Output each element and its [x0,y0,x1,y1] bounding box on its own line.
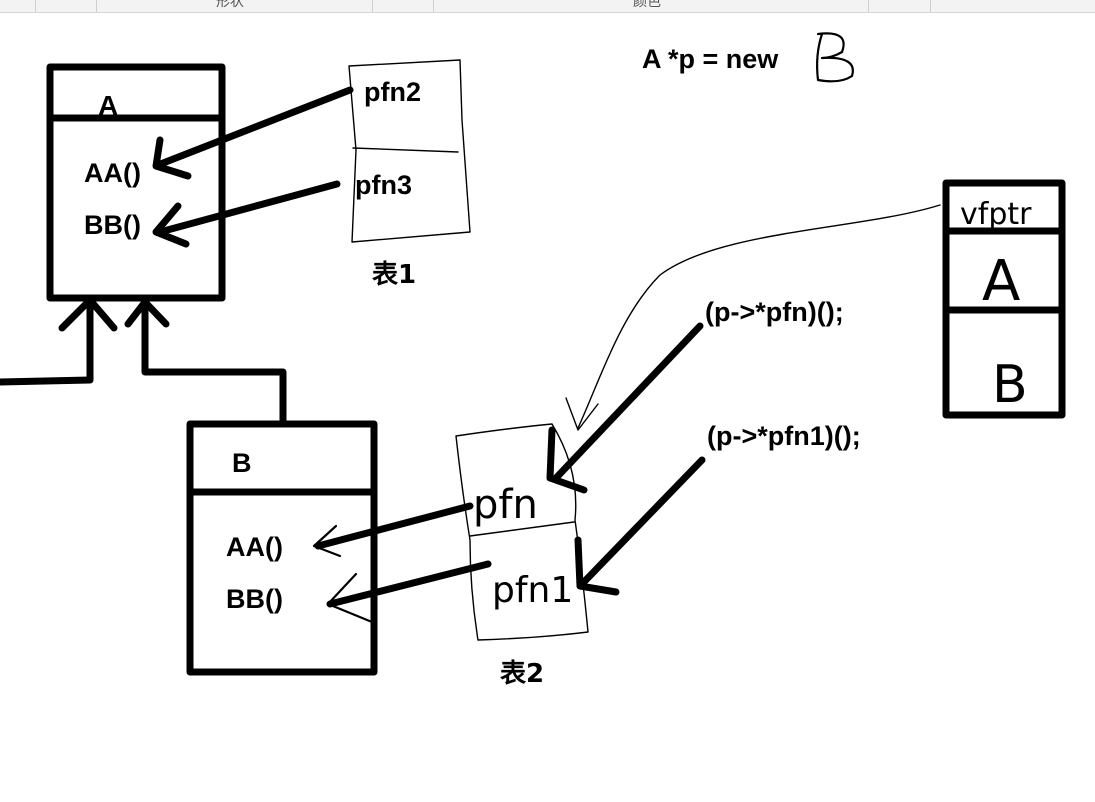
handwritten-b-glyph [816,32,854,83]
table1-cell-pfn3: pfn3 [355,170,412,200]
class-b-method-bb: BB() [226,584,283,614]
class-a-box [46,63,226,302]
table2-cell-pfn1: pfn1 [492,570,573,611]
class-a-method-bb: BB() [84,210,141,240]
code-caption: A *p = new [642,44,779,74]
arrow-call-to-pfn1 [574,456,706,596]
table1-caption: 表1 [372,260,416,290]
inheritance-arrow-b-to-a [124,298,287,428]
arrow-pfn3-to-a-bb [152,180,341,248]
object-layout-box [942,179,1066,419]
table1-box [348,59,471,243]
class-a-title: A [98,90,118,121]
toolbar-group-label-colors: 颜色 [633,0,661,9]
toolbar-divider [96,0,97,12]
arrow-pfn2-to-a-aa [152,86,354,180]
arrow-pfn-to-b-aa [312,502,474,558]
class-b-box [186,420,378,676]
inheritance-arrow-left [0,296,118,386]
object-cell-vfptr: vfptr [960,197,1032,232]
class-b-title: B [232,448,252,478]
table2-caption: 表2 [500,659,544,689]
object-cell-b: B [992,355,1028,415]
vfptr-pointer-curve [565,204,941,431]
table1-cell-pfn2: pfn2 [364,77,421,107]
toolbar-divider [433,0,434,12]
toolbar-group-label-shapes: 形状 [216,0,244,9]
ribbon-toolbar-strip: 形状 颜色 [0,0,1095,13]
arrow-call-to-pfn [546,322,704,494]
class-b-method-aa: AA() [226,532,283,562]
table2-cell-pfn: pfn [473,482,538,528]
toolbar-divider [868,0,869,12]
toolbar-divider [930,0,931,12]
toolbar-divider [372,0,373,12]
call-expression-pfn: (p->*pfn)(); [705,297,844,327]
arrow-pfn1-to-b-bb [326,560,492,624]
object-cell-a: A [982,249,1020,314]
toolbar-divider [35,0,36,12]
table2-box [455,423,589,641]
class-a-method-aa: AA() [84,158,141,188]
call-expression-pfn1: (p->*pfn1)(); [707,421,861,451]
